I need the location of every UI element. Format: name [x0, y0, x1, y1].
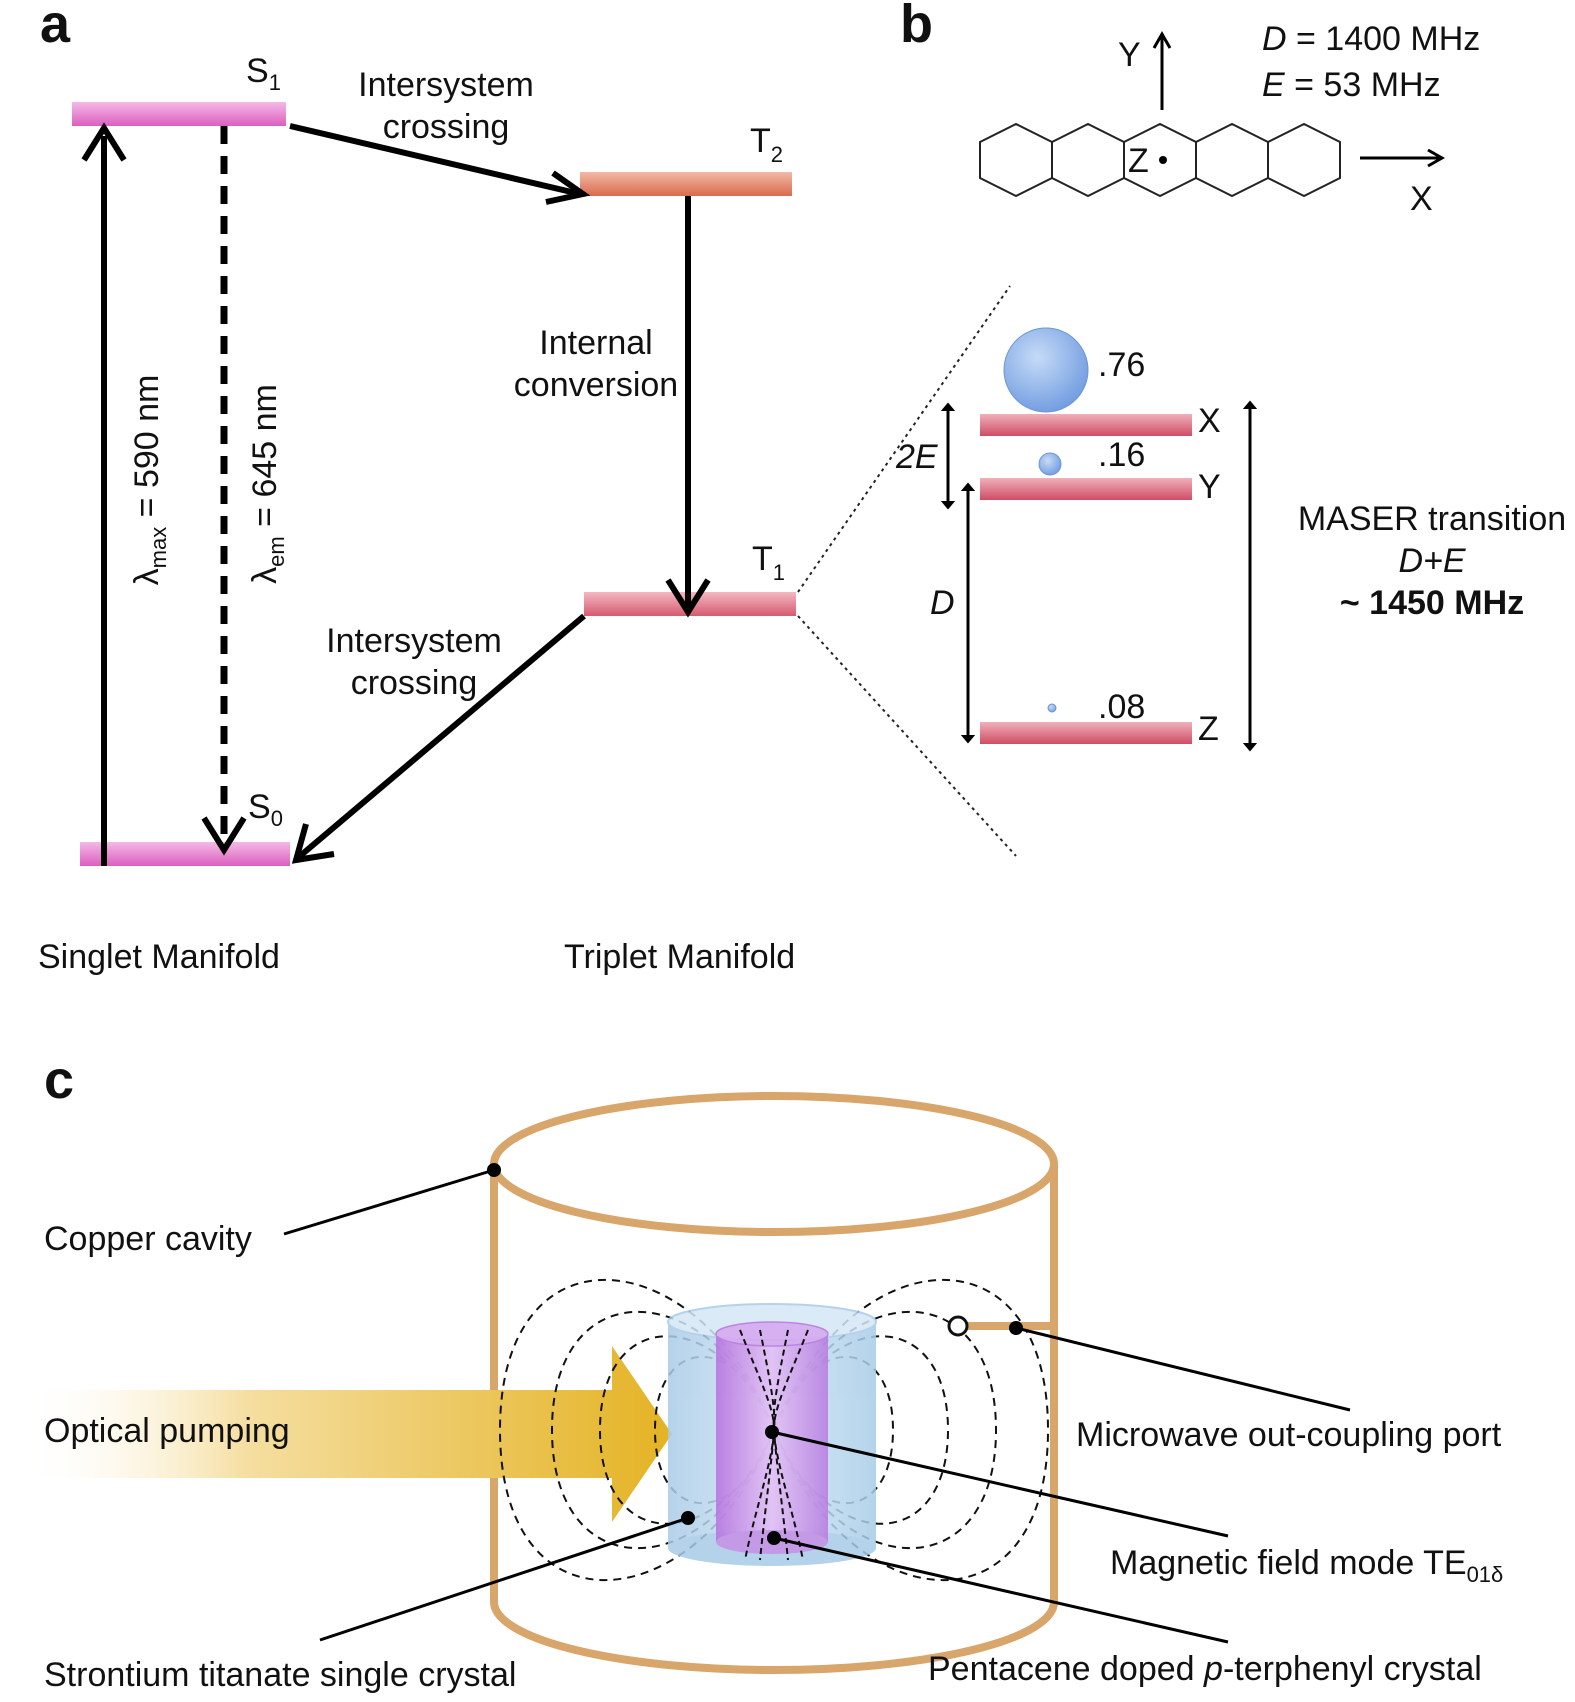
internal-conversion-line1: Internal: [539, 324, 652, 362]
maser-bracket-heads: [1242, 400, 1258, 752]
microwave-port-label: Microwave out-coupling port: [1076, 1416, 1502, 1454]
s0-label: S0: [248, 788, 283, 831]
absorption-label: λmax = 590 nm: [128, 375, 171, 586]
gap-2e-bracket-heads: [940, 402, 956, 510]
x-axis-arrow-head: [1427, 148, 1446, 168]
internal-conversion-line2: conversion: [514, 366, 678, 404]
singlet-manifold-label: Singlet Manifold: [38, 938, 280, 976]
leader-lines: [283, 1168, 1351, 1644]
isc-bottom-line2: crossing: [351, 664, 478, 702]
sublevel-z: [980, 722, 1192, 744]
magnetic-mode-label: Magnetic field mode TE01δ: [1110, 1544, 1503, 1587]
population-x-value: .76: [1098, 346, 1145, 384]
isc-top-line1: Intersystem: [358, 66, 534, 104]
e-param: E = 53 MHz: [1262, 66, 1441, 104]
panel-a: a S1 S0 T2 T1 λmax = 590 nm λem = 645 nm…: [38, 0, 1017, 976]
sublevel-z-label: Z: [1198, 710, 1219, 748]
population-dot-x: [1003, 327, 1089, 413]
strontium-label: Strontium titanate single crystal: [44, 1656, 516, 1694]
maser-title: MASER transition: [1298, 500, 1566, 538]
population-z-value: .08: [1098, 688, 1145, 726]
isc-bottom-line1: Intersystem: [326, 622, 502, 660]
zoom-line-top: [797, 285, 1011, 593]
gap-d-bracket-heads: [960, 482, 976, 744]
population-dot-y: [1038, 452, 1062, 476]
sublevel-y-label: Y: [1198, 468, 1221, 506]
t1-label: T1: [752, 540, 785, 585]
isc-top-line2: crossing: [383, 108, 510, 146]
t2-label: T2: [750, 122, 783, 167]
s0-level: [80, 842, 290, 866]
panel-b: b D = 1400 MHz E = 53 MHz Y X Z X Y Z: [895, 0, 1566, 752]
isc-top-arrow: [289, 123, 581, 197]
emission-arrow-head: [201, 816, 247, 856]
s1-level: [72, 102, 286, 126]
internal-conversion-arrow-head: [665, 578, 711, 618]
isc-top-arrow-head: [545, 170, 591, 205]
gap-d-label: D: [930, 584, 955, 622]
sublevel-x: [980, 414, 1192, 436]
panel-b-letter: b: [900, 0, 933, 54]
s1-label: S1: [246, 52, 281, 95]
t2-level: [580, 172, 792, 196]
maser-value: ~ 1450 MHz: [1340, 584, 1524, 622]
pentacene-label: Pentacene doped p-terphenyl crystal: [928, 1650, 1482, 1688]
panel-a-letter: a: [40, 0, 71, 54]
panel-c: c: [18, 1050, 1503, 1694]
triplet-manifold-label: Triplet Manifold: [564, 938, 795, 976]
d-param: D = 1400 MHz: [1262, 20, 1480, 58]
population-dot-z: [1047, 703, 1057, 713]
y-axis-label: Y: [1118, 36, 1141, 74]
emission-label: λem = 645 nm: [246, 384, 289, 584]
gap-2e-label: 2E: [895, 438, 938, 476]
x-axis-label: X: [1410, 180, 1433, 218]
absorption-arrow-head: [81, 122, 127, 162]
z-axis-label: Z: [1128, 142, 1149, 180]
zoom-line-bottom: [797, 615, 1017, 857]
copper-cavity-label: Copper cavity: [44, 1220, 252, 1258]
z-axis-dot: [1159, 156, 1167, 164]
maser-formula: D+E: [1398, 542, 1465, 580]
sublevel-x-label: X: [1198, 402, 1221, 440]
microwave-port-loop: [947, 1315, 969, 1337]
leader-dots: [487, 1163, 1023, 1545]
panel-c-letter: c: [44, 1050, 74, 1110]
y-axis-arrow-head: [1152, 30, 1172, 49]
population-y-value: .16: [1098, 436, 1145, 474]
optical-pumping-label: Optical pumping: [44, 1412, 290, 1450]
pentacene-molecule: [979, 122, 1341, 198]
sublevel-y: [980, 478, 1192, 500]
optical-pumping-arrow: [18, 1346, 672, 1522]
isc-bottom-arrow: [298, 613, 586, 859]
isc-bottom-arrow-head: [291, 823, 335, 864]
